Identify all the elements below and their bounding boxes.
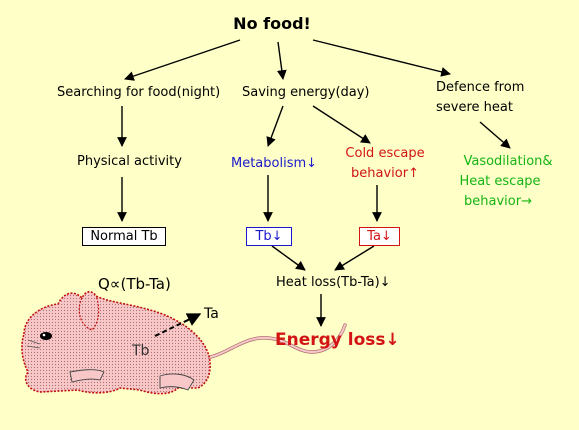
metabolism-label: Metabolism↓ <box>231 156 318 171</box>
mouse-eye <box>40 332 52 340</box>
cold-escape-line1: Cold escape <box>345 146 425 161</box>
searching-for-food-label: Searching for food(night) <box>57 85 221 100</box>
saving-energy-label: Saving energy(day) <box>242 85 370 100</box>
vasodilation-line3: behavior→ <box>464 194 532 209</box>
defence-line1: Defence from <box>436 80 525 95</box>
vasodilation-line2: Heat escape <box>459 174 541 189</box>
cold-escape-line2: behavior↑ <box>351 166 419 181</box>
mouse-ta-label: Ta <box>204 306 219 322</box>
arrow-to-metabolism <box>266 105 284 147</box>
arrow-to-defence <box>312 39 451 77</box>
diagram-title: No food! <box>233 14 311 33</box>
defence-line2: severe heat <box>436 100 513 115</box>
arrow-to-cold-escape <box>312 105 371 144</box>
vasodilation-line1: Vasodilation& <box>463 154 553 169</box>
arrow-ta-to-heat-loss <box>334 245 375 271</box>
mouse-front-paw <box>69 369 105 383</box>
heat-loss-label: Heat loss(Tb-Ta)↓ <box>276 275 391 290</box>
arrow-to-searching <box>124 39 241 81</box>
physical-activity-label: Physical activity <box>77 154 182 169</box>
mouse-tb-label: Tb <box>132 343 150 359</box>
arrow-tb-to-heat-loss <box>271 245 306 271</box>
arrow-to-vasodilation <box>479 121 511 149</box>
tb-decrease-box: Tb↓ <box>246 227 292 246</box>
mouse-hind-paw <box>159 373 195 391</box>
normal-tb-box: Normal Tb <box>82 227 166 246</box>
tb-to-ta-dashed-line <box>154 319 189 337</box>
mouse-body <box>21 290 211 395</box>
energy-loss-label: Energy loss↓ <box>275 330 400 350</box>
ta-decrease-box: Ta↓ <box>359 227 400 246</box>
arrow-to-saving <box>276 41 287 80</box>
mouse-illustration <box>21 290 347 395</box>
heat-flow-formula: Q∝(Tb-Ta) <box>98 275 171 293</box>
mouse-ear <box>78 295 100 331</box>
